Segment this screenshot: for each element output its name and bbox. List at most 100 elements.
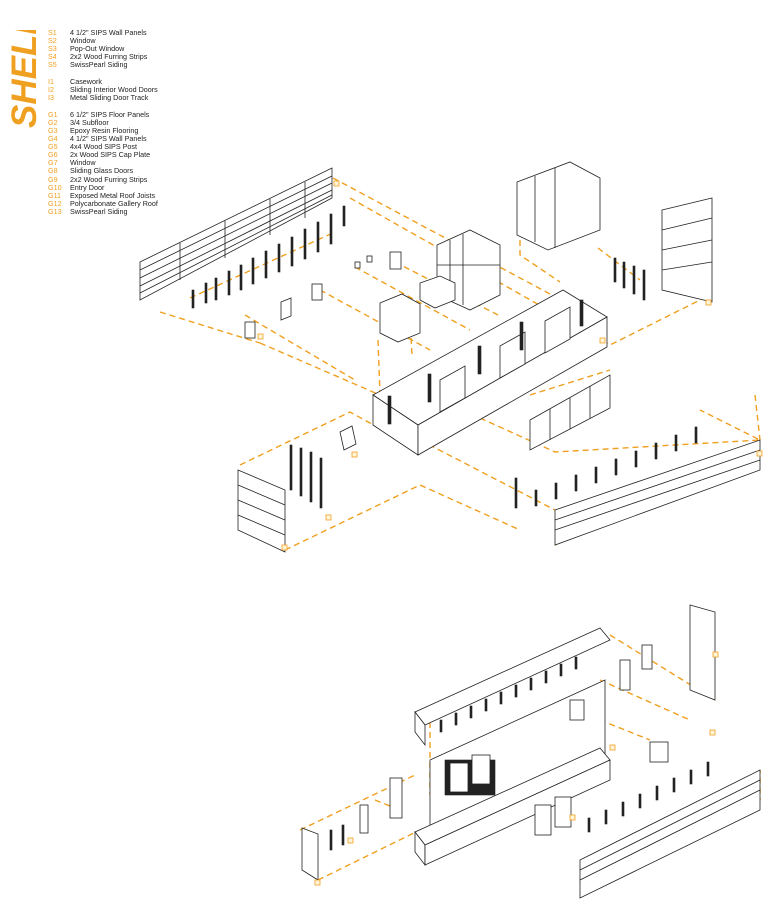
legend-label: Polycarbonate Gallery Roof: [70, 198, 158, 208]
furring-strip: [191, 289, 195, 309]
component-tag: [709, 729, 716, 736]
sips-post: [387, 395, 392, 425]
legend-code: G6: [48, 150, 58, 160]
roof-joist: [529, 677, 533, 691]
component-tag: [281, 544, 288, 551]
furring-strip: [299, 447, 303, 497]
siding-line: [661, 261, 713, 271]
floor-panel-side: [424, 759, 611, 866]
legend-label: Entry Door: [70, 182, 105, 192]
guide-line: [354, 266, 471, 331]
legend-label: Pop-Out Window: [70, 44, 125, 54]
furring-strip: [574, 474, 578, 492]
legend-code: G11: [48, 190, 62, 200]
legend-code: I3: [48, 93, 54, 103]
gallery-floor: [414, 747, 611, 867]
furring-strip: [638, 793, 642, 809]
siding-panel: [689, 604, 716, 701]
guide-line: [159, 311, 261, 344]
siding-line: [237, 514, 286, 536]
doors-lower: [359, 644, 669, 836]
component-tag: [333, 180, 340, 187]
casework-unit: [379, 293, 421, 343]
component-tag: [325, 514, 332, 521]
furring-strip: [316, 221, 320, 253]
window: [471, 754, 491, 785]
component-tag: [705, 299, 712, 306]
furring-strip: [632, 265, 636, 295]
furring-strip: [319, 457, 323, 509]
siding-line: [579, 779, 761, 871]
furring-strip: [329, 213, 333, 245]
guide-line: [754, 394, 761, 441]
legend-label: SwissPearl Siding: [70, 60, 128, 70]
furring-strip: [251, 257, 255, 285]
roof-joists: [439, 656, 578, 733]
window: [389, 251, 402, 270]
sips-post: [519, 321, 524, 351]
furring-strip: [309, 451, 313, 503]
siding-panel: [237, 469, 286, 553]
siding-panel: [139, 167, 333, 301]
furring-strip: [614, 458, 618, 476]
interior-partition: [439, 365, 466, 413]
furring-strip: [689, 769, 693, 785]
roof-joist: [484, 698, 488, 712]
front-siding-wall: [237, 197, 761, 553]
interior-partition: [499, 331, 526, 379]
upper-exploded-axon: [139, 161, 763, 553]
furring-strip: [227, 270, 231, 296]
roof-joist: [499, 691, 503, 705]
siding-line: [237, 499, 286, 521]
guide-line: [479, 409, 763, 453]
furring-strip: [622, 261, 626, 289]
legend-label: Epoxy Resin Flooring: [70, 125, 139, 135]
interior-partition: [544, 306, 571, 354]
roof-joist: [559, 663, 563, 677]
legend-label: 4 1/2" SIPS Wall Panels: [70, 134, 147, 144]
furring-strip: [534, 489, 538, 507]
window: [366, 255, 373, 263]
legend-code: S4: [48, 52, 57, 62]
casework-unit: [516, 161, 601, 251]
legend-label: Window: [70, 36, 96, 46]
legend-code: G13: [48, 206, 62, 216]
legend-label: 4 1/2" SIPS Wall Panels: [70, 28, 147, 37]
furring-strip: [554, 482, 558, 500]
component-tags-upper: [257, 180, 763, 551]
window: [244, 321, 256, 339]
legend-code: I1: [48, 76, 54, 86]
furring-strip: [672, 777, 676, 793]
pop-out-window: [339, 425, 357, 451]
guide-line: [599, 679, 691, 721]
guide-line: [377, 339, 381, 396]
furring-strip: [706, 761, 710, 777]
guide-line: [419, 439, 556, 511]
roof-joist: [514, 684, 518, 698]
legend-code: G5: [48, 142, 58, 152]
furring-strip: [621, 801, 625, 817]
gallery-wall: [429, 679, 606, 841]
lower-siding: [301, 604, 761, 899]
roof-joist: [439, 719, 443, 733]
sliding-glass-door: [534, 804, 552, 836]
casework-unit: [419, 275, 456, 309]
sliding-glass-doors: [529, 374, 611, 451]
legend-label: Sliding Interior Wood Doors: [70, 85, 158, 95]
siding-line: [661, 217, 713, 231]
entry-door: [389, 777, 403, 819]
legend-code: S1: [48, 28, 57, 37]
legend-code: G2: [48, 117, 58, 127]
window: [449, 762, 469, 793]
siding-line: [139, 175, 333, 271]
siding-line: [554, 449, 761, 521]
sips-post: [477, 345, 482, 375]
furring-strip: [341, 824, 345, 846]
